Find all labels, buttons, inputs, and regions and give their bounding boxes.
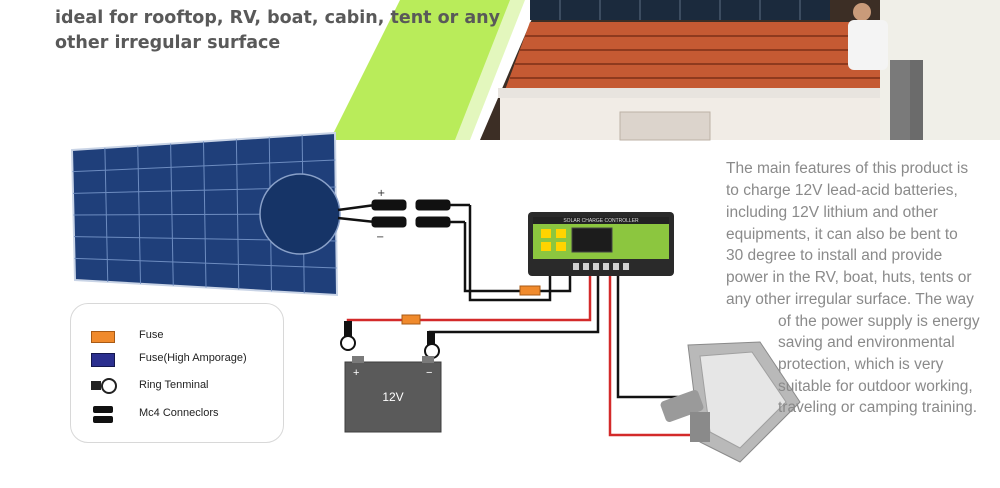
description-line: suitable for outdoor working,	[778, 378, 973, 395]
high-amperage-fuse-icon	[91, 353, 115, 367]
mc4-connector-icon	[93, 416, 113, 423]
description-line: saving and environmental	[778, 334, 955, 351]
battery-minus-label: −	[426, 367, 432, 379]
ring-terminal-ring-icon	[101, 378, 117, 394]
legend-label: Fuse	[139, 329, 164, 341]
mc4-minus-mark: −	[376, 232, 384, 243]
ring-terminal-icon	[91, 381, 101, 390]
fuse-on-battery-line	[401, 314, 421, 325]
fuse-icon	[91, 331, 115, 343]
accent-band-highlight	[455, 0, 540, 140]
description-line: protection, which is very	[778, 356, 944, 373]
panel-cell-divider	[74, 257, 337, 269]
charge-controller	[528, 212, 674, 276]
legend-item-mc4-connectors: Mc4 Conneclors	[71, 404, 283, 426]
legend-label: Ring Tenminal	[139, 379, 209, 391]
description-line: 30 degree to install and provide	[726, 247, 943, 264]
wiring	[346, 205, 700, 437]
description-line: traveling or camping training.	[778, 399, 978, 416]
panel-cell-divider	[72, 159, 336, 173]
legend-label: Fuse(High Amporage)	[139, 352, 247, 364]
ring-terminals	[340, 321, 440, 359]
headline-line-2: other irregular surface	[55, 33, 281, 53]
description-line: to charge 12V lead-acid batteries,	[726, 182, 958, 199]
rooftop-photo	[480, 0, 1000, 141]
mc4-connector-icon	[93, 406, 113, 413]
legend-item-high-amperage-fuse: Fuse(High Amporage)	[71, 349, 283, 371]
description-line: equipments, it can also be bent to	[726, 226, 958, 243]
legend-label: Mc4 Conneclors	[139, 407, 219, 419]
solar-panel	[70, 131, 341, 297]
headline-line-1: ideal for rooftop, RV, boat, cabin, tent…	[55, 8, 501, 28]
description-line: of the power supply is energy	[778, 313, 980, 330]
legend-item-ring-terminal: Ring Tenminal	[71, 376, 283, 398]
controller-title: SOLAR CHARGE CONTROLLER	[563, 218, 639, 224]
legend-item-fuse: Fuse	[71, 326, 283, 348]
battery-12v	[344, 356, 442, 433]
legend-box: Fuse Fuse(High Amporage) Ring Tenminal M…	[70, 303, 284, 443]
battery-plus-label: +	[353, 367, 359, 379]
description-line: any other irregular surface. The way	[726, 291, 974, 308]
mc4-cables	[337, 199, 470, 228]
headline: ideal for rooftop, RV, boat, cabin, tent…	[55, 6, 525, 56]
description-line: The main features of this product is	[726, 160, 969, 177]
battery-voltage-label: 12V	[382, 390, 403, 404]
description-line: power in the RV, boat, huts, tents or	[726, 269, 972, 286]
floodlight	[660, 341, 801, 463]
description-line: including 12V lithium and other	[726, 204, 938, 221]
fuse-on-panel-line	[519, 285, 541, 296]
mc4-plus-mark: +	[377, 188, 385, 199]
